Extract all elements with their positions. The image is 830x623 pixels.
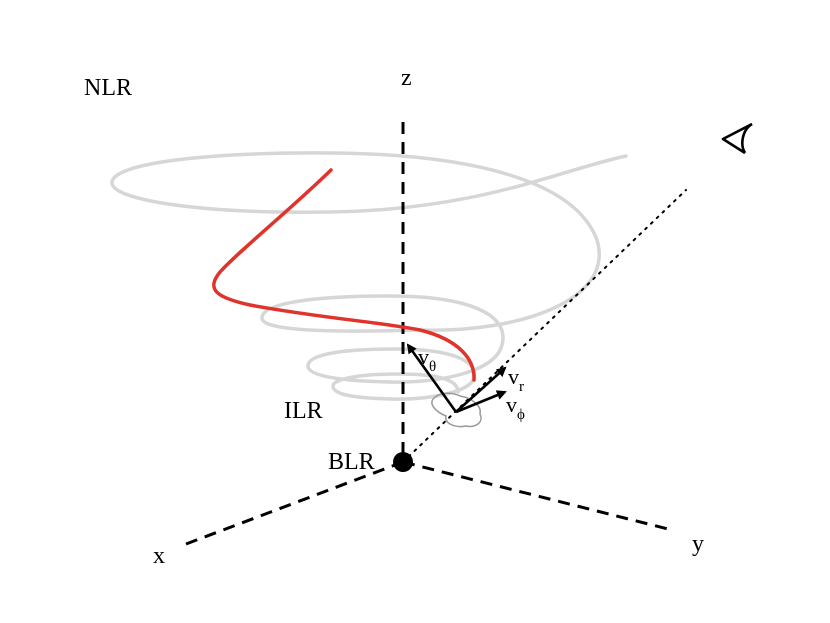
cloud-blob — [431, 392, 482, 428]
spiral-ring-top — [110, 151, 628, 332]
blr-label: BLR — [328, 449, 375, 475]
v-theta-arrow — [406, 343, 458, 413]
spiral-ring-bottom — [331, 372, 460, 401]
v-theta-sub: θ — [429, 359, 436, 375]
z-axis-label: z — [401, 65, 412, 91]
v-r-arrow — [455, 366, 507, 413]
red-trajectory — [212, 168, 476, 382]
v-theta-label: vθ — [418, 344, 436, 375]
spiral-ring-lower — [306, 347, 477, 401]
v-theta-base: v — [418, 344, 429, 369]
v-r-label: vr — [508, 364, 524, 395]
v-phi-label: vϕ — [506, 392, 525, 423]
center-dot — [393, 452, 413, 472]
axes — [185, 122, 673, 546]
x-axis-label: x — [153, 543, 165, 569]
nlr-label: NLR — [84, 75, 132, 101]
v-phi-base: v — [506, 392, 517, 417]
ilr-label: ILR — [284, 398, 323, 424]
v-phi-arrow — [455, 390, 507, 414]
v-phi-sub: ϕ — [517, 407, 525, 423]
v-r-base: v — [508, 364, 519, 389]
spiral-rings — [110, 151, 628, 401]
velocity-vectors — [406, 343, 507, 414]
y-axis-line — [402, 460, 673, 532]
spiral-ring-middle — [260, 294, 505, 384]
v-r-sub: r — [519, 379, 524, 395]
line-of-sight — [402, 189, 687, 463]
y-axis-label: y — [692, 531, 704, 557]
observer-eye-icon — [721, 122, 753, 155]
